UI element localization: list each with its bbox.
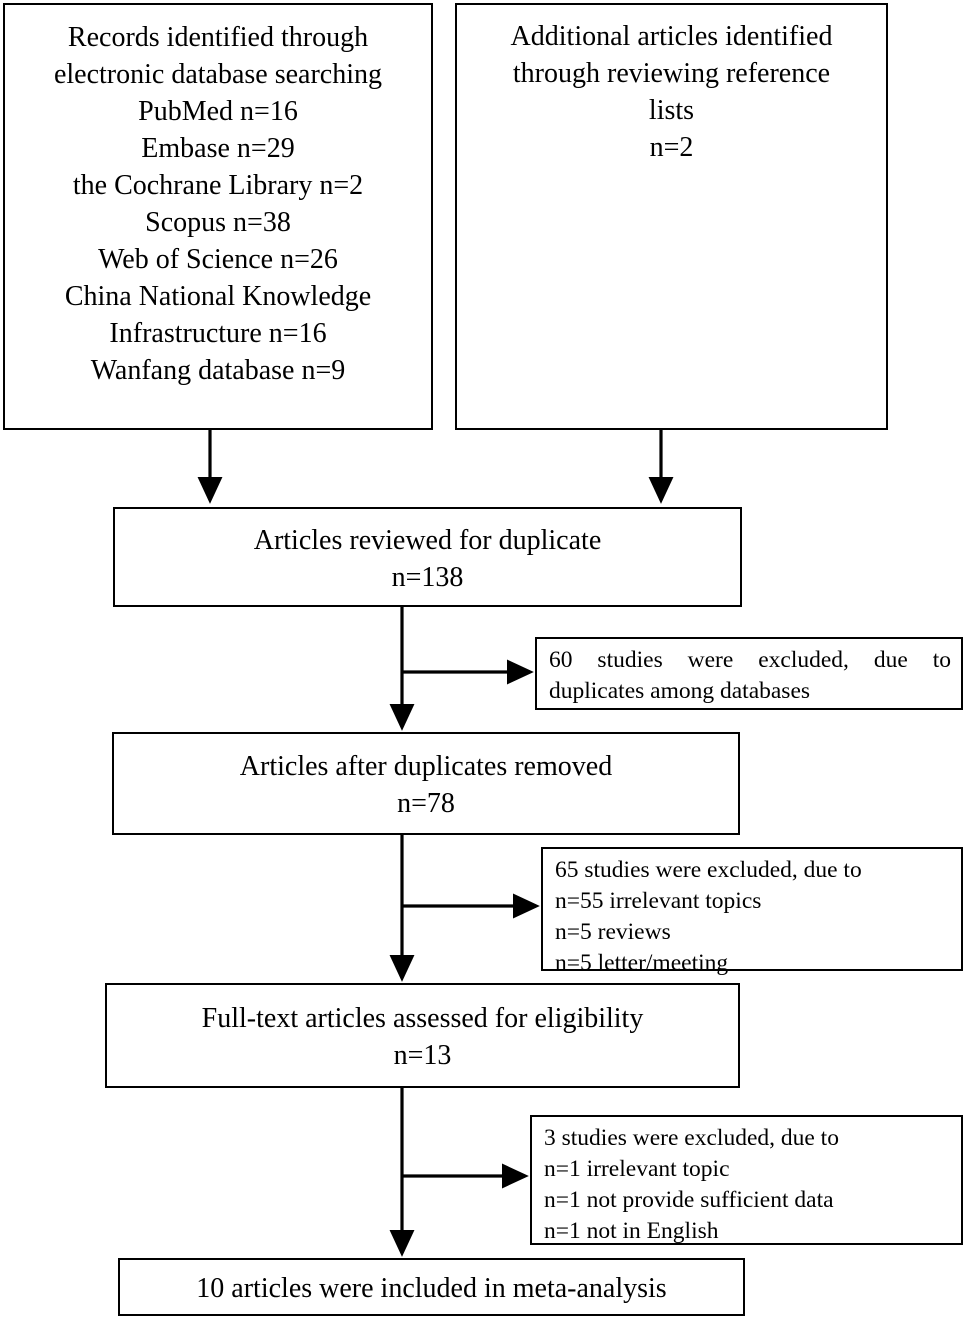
node-articles-after-duplicates-removed: Articles after duplicates removed n=78 bbox=[112, 732, 740, 835]
node-line: Articles reviewed for duplicate bbox=[253, 525, 602, 556]
node-articles-reviewed-duplicate: Articles reviewed for duplicate n=138 bbox=[113, 507, 742, 607]
node-line: the Cochrane Library n=2 bbox=[72, 170, 364, 201]
node-line: Records identified through bbox=[67, 22, 369, 53]
node-line: n=5 letter/meeting bbox=[555, 950, 729, 976]
node-excluded-screening: 65 studies were excluded, due to n=55 ir… bbox=[541, 847, 963, 976]
node-line: China National Knowledge bbox=[64, 281, 372, 312]
node-additional-articles-references: Additional articles identified through r… bbox=[455, 3, 888, 430]
node-line: 65 studies were excluded, due to bbox=[555, 857, 862, 883]
node-line: Infrastructure n=16 bbox=[109, 318, 327, 349]
node-line: n=13 bbox=[393, 1040, 452, 1071]
node-included-meta-analysis: 10 articles were included in meta-analys… bbox=[118, 1258, 745, 1316]
node-line: 3 studies were excluded, due to bbox=[544, 1125, 839, 1151]
node-records-identified-databases: Records identified through electronic da… bbox=[3, 3, 433, 430]
node-line: 60 studies were excluded, due to bbox=[549, 647, 951, 673]
node-line: Full-text articles assessed for eligibil… bbox=[201, 1003, 644, 1034]
node-line: Web of Science n=26 bbox=[98, 244, 338, 275]
node-line: Scopus n=38 bbox=[145, 207, 291, 238]
node-line: Embase n=29 bbox=[141, 133, 295, 164]
node-line: n=138 bbox=[391, 562, 464, 593]
node-line: n=1 not provide sufficient data bbox=[544, 1187, 834, 1213]
node-line: 10 articles were included in meta-analys… bbox=[196, 1273, 667, 1304]
node-line: n=2 bbox=[649, 132, 694, 163]
node-line: Additional articles identified bbox=[510, 21, 833, 52]
node-line: through reviewing reference bbox=[512, 58, 831, 89]
node-line: lists bbox=[648, 95, 695, 126]
node-line: n=5 reviews bbox=[555, 919, 671, 945]
node-excluded-eligibility: 3 studies were excluded, due to n=1 irre… bbox=[530, 1115, 963, 1245]
node-line: n=55 irrelevant topics bbox=[555, 888, 762, 914]
node-line: PubMed n=16 bbox=[138, 96, 298, 127]
node-line: n=1 not in English bbox=[544, 1218, 719, 1244]
node-line: n=78 bbox=[397, 788, 455, 819]
node-line: electronic database searching bbox=[53, 59, 383, 90]
node-excluded-duplicates: 60 studies were excluded, due to duplica… bbox=[535, 637, 963, 710]
node-line: n=1 irrelevant topic bbox=[544, 1156, 730, 1182]
node-line: Wanfang database n=9 bbox=[90, 355, 346, 386]
node-fulltext-assessed-eligibility: Full-text articles assessed for eligibil… bbox=[105, 983, 740, 1088]
node-line: Articles after duplicates removed bbox=[239, 751, 613, 782]
node-line: duplicates among databases bbox=[549, 678, 811, 704]
